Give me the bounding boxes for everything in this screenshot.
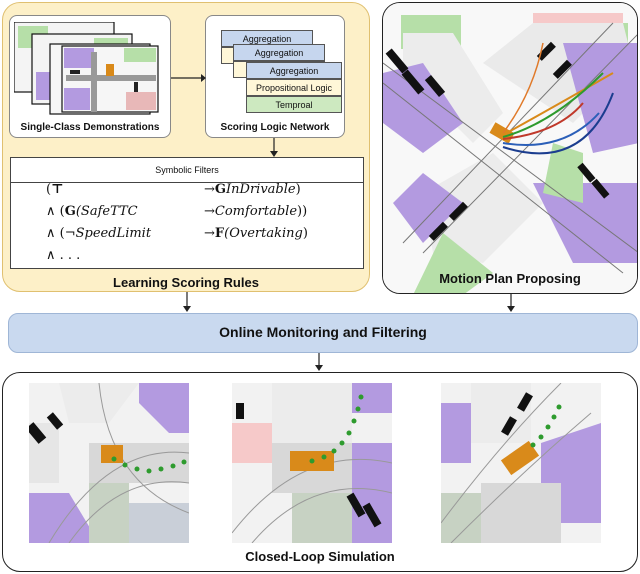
filters-header: Symbolic Filters	[11, 158, 363, 183]
simulation-frame-2	[232, 383, 392, 543]
filter-row: ∧ (¬SpeedLimit →F(Overtaking)	[10, 226, 364, 246]
learning-to-online-arrow	[183, 292, 191, 312]
network-label: Scoring Logic Network	[220, 122, 330, 133]
filter-condition: ∧ . . .	[46, 248, 81, 263]
learning-title: Learning Scoring Rules	[113, 275, 259, 290]
filter-consequence: →GInDrivable)	[204, 182, 301, 197]
network-aggregation-layer: Aggregation	[246, 62, 342, 79]
symbolic-filters-box: Symbolic Filters	[10, 157, 364, 269]
simulation-frame-1	[29, 383, 189, 543]
filter-condition: ∧ (G(SafeTTC	[46, 204, 138, 219]
demonstrations-label: Single-Class Demonstrations	[20, 122, 160, 133]
filter-consequence: →F(Overtaking)	[204, 226, 308, 241]
online-title: Online Monitoring and Filtering	[219, 324, 427, 340]
filter-condition: ∧ (¬SpeedLimit	[46, 226, 152, 241]
motion-panel	[382, 2, 638, 294]
network-propositional-layer: Propositional Logic	[246, 79, 342, 96]
motion-map	[383, 3, 637, 293]
network-to-filters-arrow	[270, 138, 278, 157]
demos-to-network-arrow	[171, 74, 206, 82]
network-temporal-layer: Temproal	[246, 96, 342, 113]
demonstrations-maps	[14, 22, 159, 115]
filter-row: ∧ (G(SafeTTC →Comfortable))	[10, 204, 364, 224]
filter-row: (⊤ →GInDrivable)	[10, 182, 364, 202]
motion-title: Motion Plan Proposing	[439, 271, 581, 286]
filter-row: ∧ . . .	[10, 248, 364, 268]
closed-loop-title: Closed-Loop Simulation	[245, 549, 395, 564]
filter-consequence: →Comfortable))	[204, 204, 308, 219]
online-monitoring-bar	[8, 313, 638, 353]
filter-condition: (⊤	[46, 182, 64, 197]
network-aggregation-layer-mid: Aggregation	[233, 44, 325, 61]
simulation-frame-3	[441, 383, 601, 543]
motion-to-online-arrow	[507, 294, 515, 312]
online-to-closed-arrow	[315, 353, 323, 371]
